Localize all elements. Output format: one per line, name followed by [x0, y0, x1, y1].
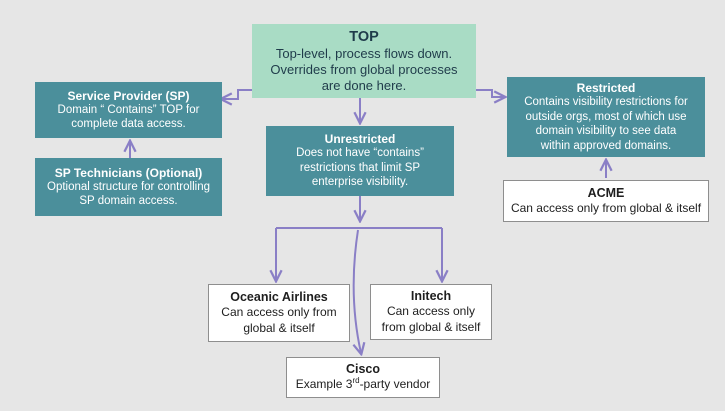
- sp-technicians-line: SP domain access.: [79, 195, 178, 207]
- unrestricted-line: enterprise visibility.: [311, 176, 409, 189]
- restricted-line: domain visibility to see data: [535, 125, 677, 137]
- service-provider-node: Service Provider (SP) Domain “ Contains”…: [35, 82, 222, 138]
- restricted-node: Restricted Contains visibility restricti…: [507, 77, 705, 157]
- oceanic-airlines-line: Can access only from: [221, 305, 337, 319]
- sp-technicians-node: SP Technicians (Optional) Optional struc…: [35, 158, 222, 216]
- top-node: TOP Top-level, process flows down. Overr…: [252, 24, 476, 98]
- initech-node: Initech Can access only from global & it…: [370, 284, 492, 340]
- oceanic-airlines-node: Oceanic Airlines Can access only from gl…: [208, 284, 350, 342]
- restricted-title: Restricted: [576, 81, 636, 95]
- cisco-line-pre: Example 3: [295, 377, 353, 392]
- arrow-top-to-sp: [222, 89, 252, 99]
- acme-line: Can access only from global & itself: [510, 200, 702, 215]
- unrestricted-node: Unrestricted Does not have “contains” re…: [266, 126, 454, 196]
- initech-line: Can access only: [386, 304, 476, 318]
- unrestricted-title: Unrestricted: [324, 132, 396, 147]
- cisco-line: Example 3rd-party vendor: [296, 377, 431, 393]
- oceanic-airlines-line: global & itself: [243, 320, 315, 335]
- cisco-node: Cisco Example 3rd-party vendor: [286, 357, 440, 398]
- service-provider-line: Domain “ Contains” TOP for: [57, 103, 200, 116]
- top-node-line: Overrides from global processes: [270, 62, 458, 77]
- sp-technicians-title: SP Technicians (Optional): [54, 165, 203, 180]
- service-provider-line: complete data access.: [71, 118, 186, 130]
- restricted-line: Contains visibility restrictions for: [524, 96, 688, 108]
- unrestricted-line: restrictions that limit SP: [299, 161, 421, 174]
- service-provider-title: Service Provider (SP): [67, 88, 190, 103]
- cisco-line-post: -party vendor: [359, 377, 431, 392]
- initech-title: Initech: [410, 289, 452, 303]
- acme-title: ACME: [587, 185, 625, 200]
- arrow-bus-to-cisco: [354, 229, 361, 353]
- restricted-line: within approved domains.: [540, 139, 672, 152]
- acme-node: ACME Can access only from global & itsel…: [503, 180, 709, 222]
- cisco-title: Cisco: [345, 362, 381, 377]
- cisco-line-sup: rd: [352, 376, 360, 386]
- arrow-top-to-restricted: [476, 89, 504, 97]
- initech-line: from global & itself: [381, 319, 481, 334]
- unrestricted-line: Does not have “contains”: [296, 147, 424, 160]
- top-node-title: TOP: [349, 29, 379, 45]
- top-node-line: are done here.: [321, 78, 407, 93]
- top-node-line: Top-level, process flows down.: [275, 46, 453, 61]
- restricted-line: outside orgs, most of which use: [525, 110, 687, 123]
- oceanic-airlines-title: Oceanic Airlines: [230, 290, 328, 304]
- sp-technicians-line: Optional structure for controlling: [47, 180, 210, 193]
